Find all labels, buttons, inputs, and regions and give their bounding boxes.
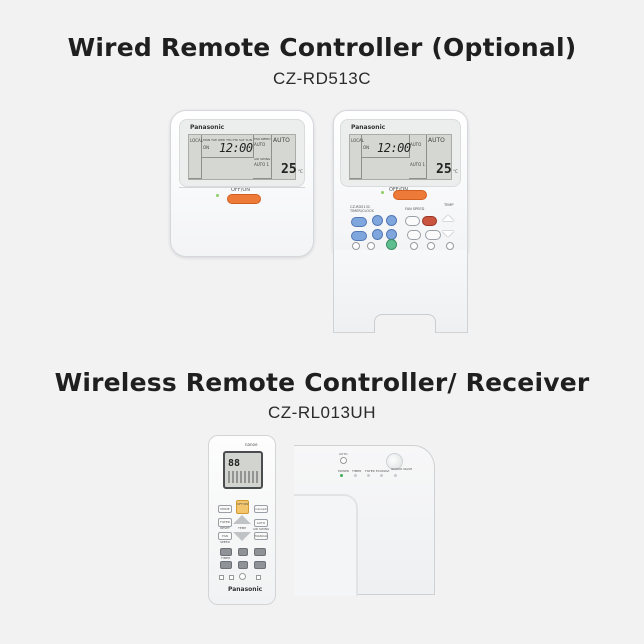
timer-indicator: [354, 474, 357, 477]
onoff-button[interactable]: [393, 190, 427, 200]
remote-lcd: 88: [223, 451, 263, 489]
lcd-temperature: 25: [281, 162, 297, 177]
odour-wash-indicator: [394, 474, 397, 477]
fan-speed-button[interactable]: FAN SPEED: [218, 532, 232, 544]
temp-down-button[interactable]: [233, 532, 251, 541]
sensor-dome: [386, 453, 403, 470]
quiet-button[interactable]: [239, 573, 246, 580]
timer-mode-button[interactable]: [351, 217, 367, 227]
lcd-time: 12:00: [219, 141, 253, 155]
temp-up-button[interactable]: [233, 515, 251, 524]
brand-logo: Panasonic: [228, 586, 263, 593]
econavi-indicator: [380, 474, 383, 477]
ventilation-button[interactable]: [410, 242, 418, 250]
timer-down-button[interactable]: [238, 561, 248, 569]
power-indicator: [340, 474, 343, 477]
fan-speed-button[interactable]: [405, 216, 420, 226]
timer-up-button[interactable]: [238, 548, 248, 556]
test-run-button[interactable]: [427, 242, 435, 250]
check-button[interactable]: [229, 575, 234, 580]
status-led: [216, 194, 219, 197]
wired-remote-open: Panasonic LOCAL ON 12:00 AUTO AUTO 1 AUT…: [333, 110, 468, 252]
reset-button[interactable]: [256, 575, 261, 580]
display-panel: Panasonic LOCAL ON 12:00 AUTO AUTO 1 AUT…: [340, 119, 461, 187]
brand-logo: Panasonic: [190, 124, 225, 131]
auto-button[interactable]: [340, 457, 347, 464]
timer-set-button[interactable]: [254, 548, 266, 556]
nanoe-button[interactable]: nanoeX: [254, 505, 268, 513]
filter-reset-button[interactable]: FILTER RESET: [218, 518, 232, 530]
econavi-button[interactable]: [386, 239, 397, 250]
wireless-model-number: CZ-RL013UH: [268, 403, 376, 422]
manual-button[interactable]: MANUAL: [254, 532, 268, 540]
timer-set-button[interactable]: [386, 215, 397, 226]
auto-swing-button[interactable]: [407, 230, 421, 240]
lcd-screen: LOCAL ON 12:00 AUTO AUTO 1 AUTO 25 °C: [349, 134, 458, 180]
display-panel: Panasonic LOCAL MON TUE WED THU FRI SAT …: [179, 119, 305, 187]
wireless-section-title: Wireless Remote Controller/ Receiver: [54, 368, 590, 397]
receiver-panel: AUTO POWER TIMER FILTER ECONAVI ODOUR WA…: [294, 445, 435, 596]
status-led: [381, 191, 384, 194]
timer-cancel-button[interactable]: [254, 561, 266, 569]
mode-button[interactable]: MODE: [218, 505, 232, 513]
onoff-label: OFF/ON: [231, 187, 251, 193]
occupancy-sensor-button[interactable]: [367, 242, 375, 250]
timer-up-button[interactable]: [372, 215, 383, 226]
wired-section-title: Wired Remote Controller (Optional): [67, 33, 577, 62]
filter-indicator: [367, 474, 370, 477]
manual-swing-button[interactable]: [425, 230, 441, 240]
lcd-screen: LOCAL MON TUE WED THU FRI SAT SUN ON 12:…: [188, 134, 303, 180]
set-small-button[interactable]: [219, 575, 224, 580]
wired-remote-closed: Panasonic LOCAL MON TUE WED THU FRI SAT …: [170, 110, 314, 257]
ceiling-grille: [294, 494, 358, 596]
auto-button[interactable]: AUTO: [254, 519, 268, 527]
temp-up-button[interactable]: [442, 215, 454, 221]
timer-off-button[interactable]: [220, 561, 232, 569]
timer-on-button[interactable]: [220, 548, 232, 556]
wireless-remote: nanoe 88 MODE OFF/ON nanoeX FILTER RESET…: [208, 435, 276, 605]
filter-reset-button[interactable]: [446, 242, 454, 250]
onoff-button[interactable]: [227, 194, 261, 204]
off-on-button[interactable]: OFF/ON: [236, 500, 249, 514]
timer-down-button[interactable]: [372, 229, 383, 240]
timer-select-button[interactable]: [351, 231, 367, 241]
open-cover-flap: [333, 250, 468, 333]
wired-model-number: CZ-RD513C: [272, 69, 372, 88]
temp-down-button[interactable]: [442, 231, 454, 237]
mode-button[interactable]: [422, 216, 437, 226]
check-button[interactable]: [352, 242, 360, 250]
